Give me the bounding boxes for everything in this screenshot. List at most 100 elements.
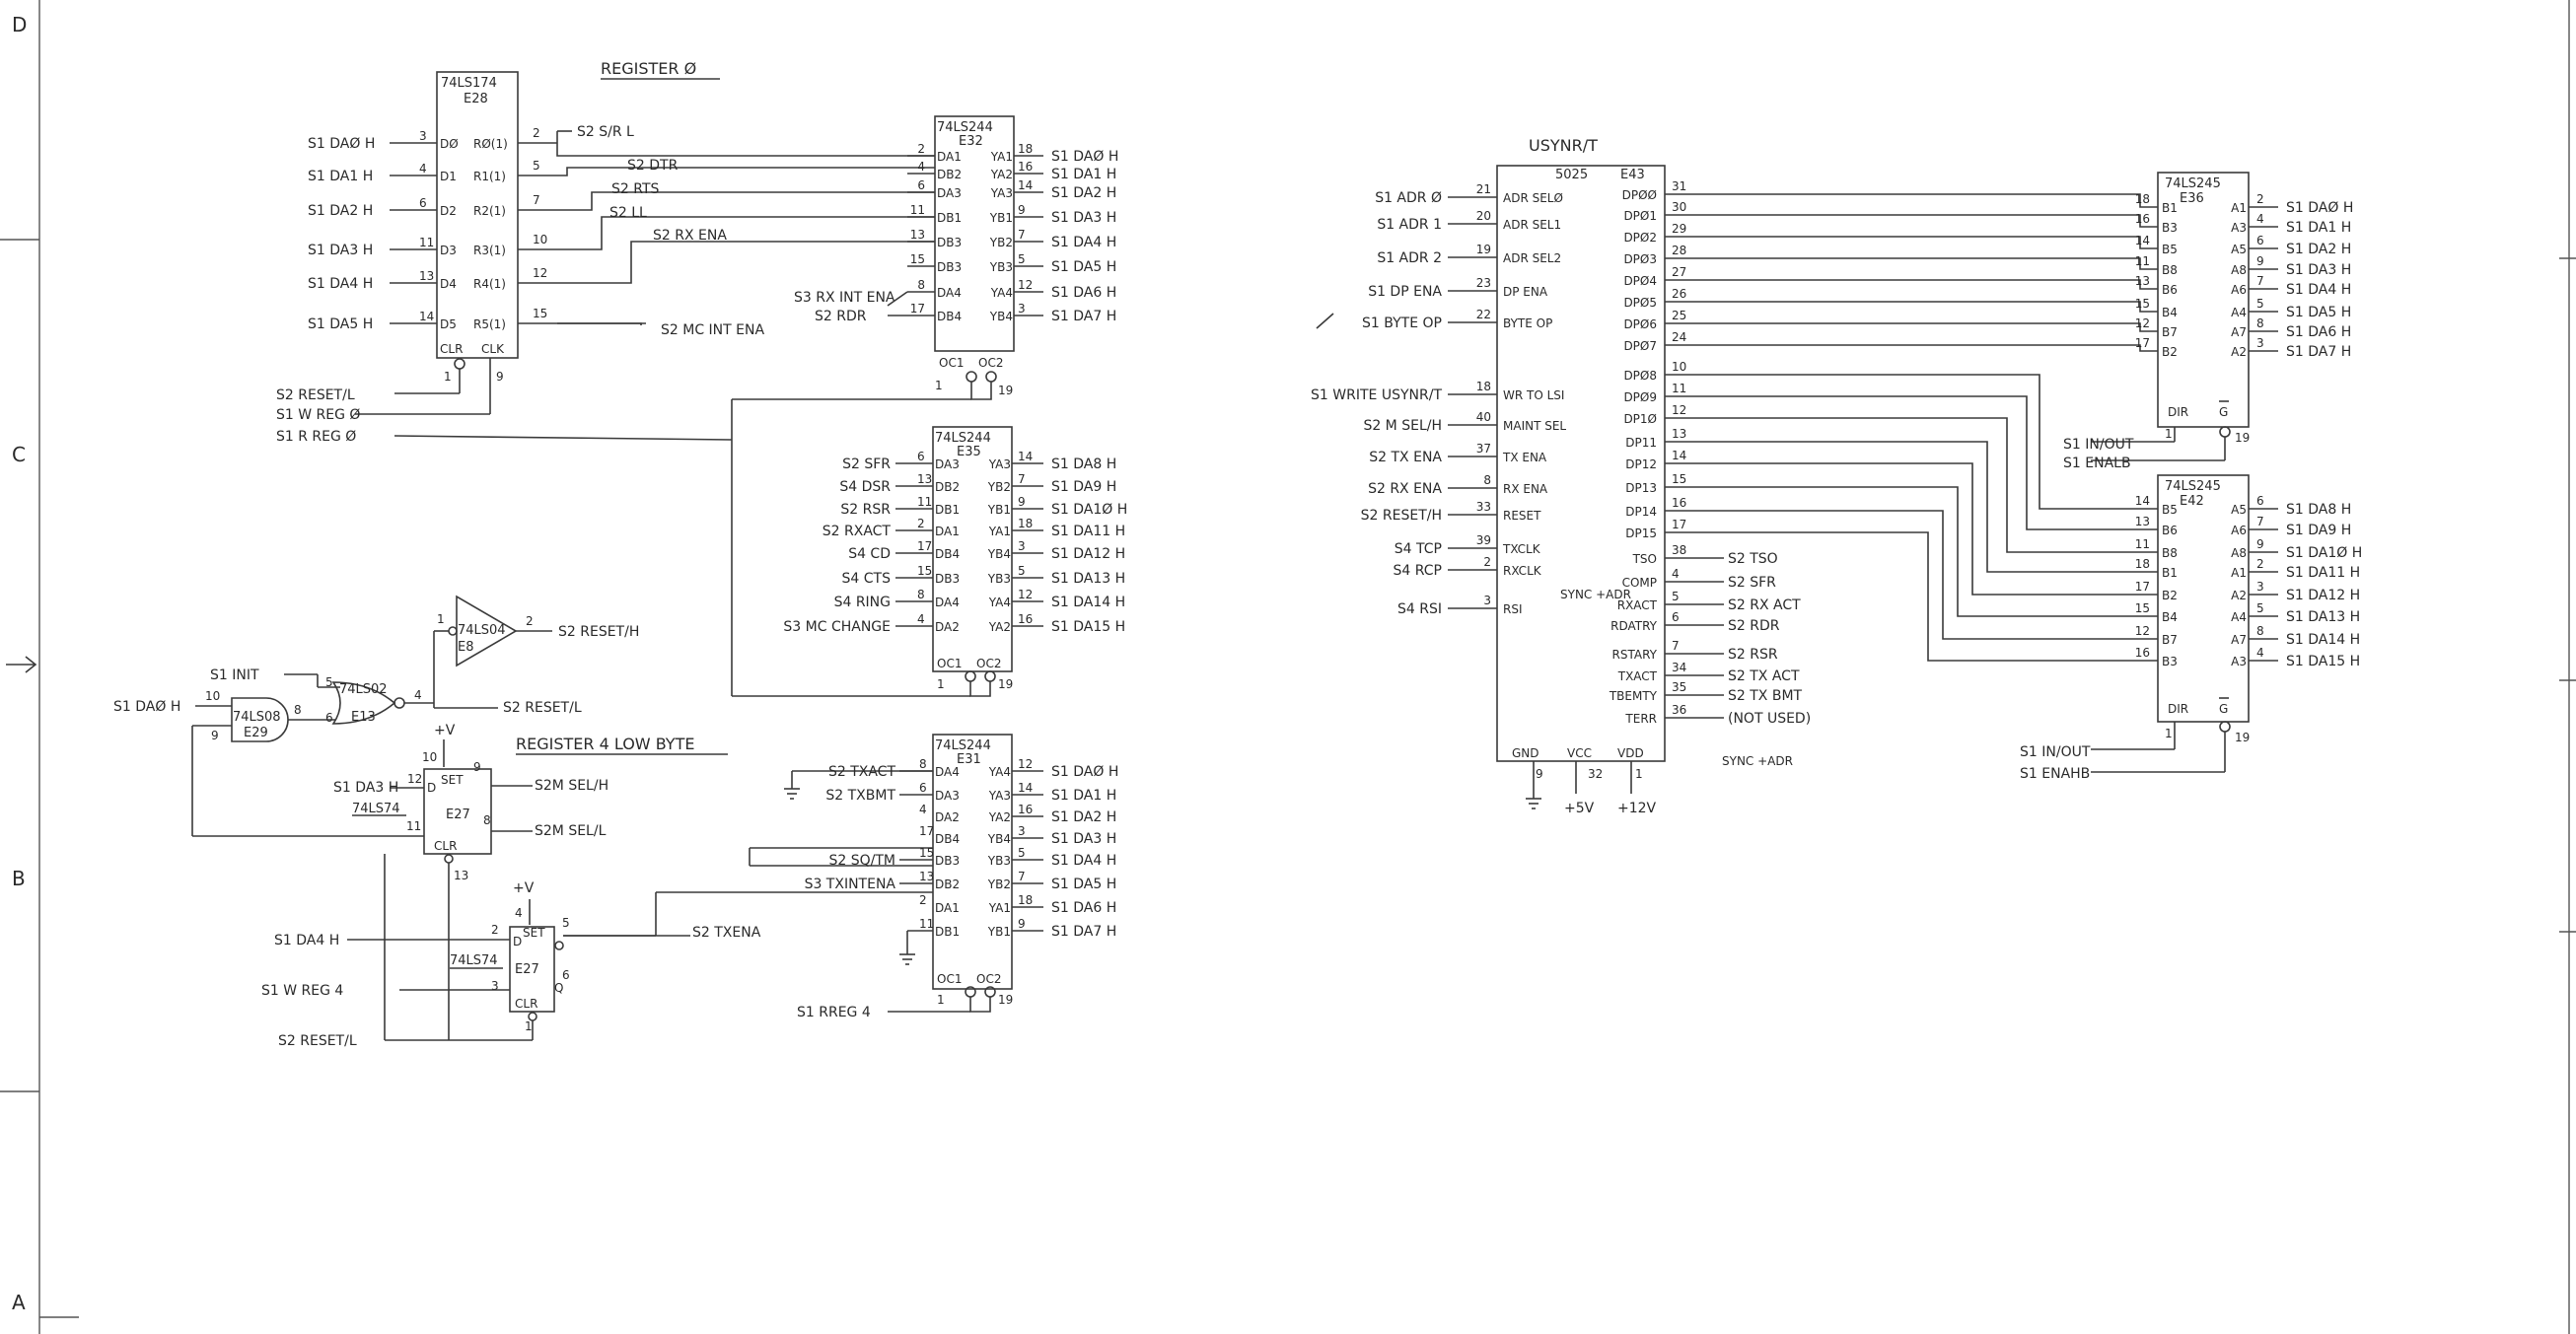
- e28-input-2: S1 DA2 H: [308, 203, 373, 219]
- usynrt-dp-1: DPØ1: [1623, 209, 1657, 223]
- e31-da-5: DB2: [935, 878, 960, 891]
- usynrt-dp-14: DP14: [1625, 505, 1657, 519]
- e28-clk-pin: 9: [496, 370, 504, 384]
- e31-ya-4: YB3: [987, 854, 1011, 868]
- e35-input-1: S4 DSR: [839, 479, 891, 495]
- e32-ref: E32: [959, 134, 983, 149]
- e28-r-3: R3(1): [473, 244, 506, 257]
- e35-input-6: S4 RING: [834, 595, 891, 610]
- e27a-74ls74: +V 10 SET D 12 S1 DA3 H 74LS74 E27 11 CL…: [333, 723, 608, 1040]
- e27b-input: S1 DA4 H: [274, 933, 339, 948]
- e29-type: 74LS08: [233, 710, 281, 725]
- usynrt-inner-8: RX ENA: [1503, 482, 1548, 496]
- e28-out-1: S2 DTR: [627, 158, 679, 174]
- usynrt-in-2: S1 ADR 2: [1377, 250, 1442, 266]
- usynrt-st-inner-4: RSTARY: [1612, 648, 1658, 662]
- e35-input-3: S2 RXACT: [823, 524, 892, 539]
- usynrt-ref: E43: [1620, 168, 1645, 182]
- e42-a-pin-0: 6: [2256, 494, 2264, 508]
- e35-in-pin-2: 11: [917, 495, 932, 509]
- e31-in-pin-7: 11: [919, 917, 934, 931]
- e35-out-pin-4: 3: [1018, 539, 1026, 553]
- usynrt-st-inner-2: RXACT: [1617, 598, 1658, 612]
- e31-out-pin-6: 18: [1018, 893, 1033, 907]
- e42-a-pin-2: 9: [2256, 537, 2264, 551]
- e42-a-7: A3: [2231, 655, 2247, 668]
- e13-nor-gate: [331, 681, 396, 725]
- e28-d-0: DØ: [440, 137, 459, 151]
- e31-oc1: OC1: [937, 972, 962, 986]
- usynrt-rail-12v: +12V: [1617, 801, 1657, 816]
- e31-ya-5: YB2: [987, 878, 1011, 891]
- e42-ref: E42: [2180, 494, 2204, 509]
- e31-da-1: DA3: [935, 789, 960, 803]
- usynrt-st-out-4: S2 RSR: [1728, 647, 1778, 663]
- e27a-out-l: S2M SEL/L: [535, 823, 607, 839]
- e28-input-3: S1 DA3 H: [308, 243, 373, 258]
- e35-oc1: OC1: [937, 657, 962, 670]
- e35-input-4: S4 CD: [848, 546, 891, 562]
- e36-a-pin-1: 4: [2256, 212, 2264, 226]
- e31-74ls244: 74LS244 E31 OC1 OC2 1 19 S1 RREG 4: [749, 734, 1013, 1020]
- wire: [887, 291, 908, 307]
- e32-74ls244: 74LS244 E32 OC1 OC2 1 19 S3 RX INT ENA S…: [732, 115, 1015, 400]
- e35-oc2: OC2: [976, 657, 1001, 670]
- e36-a-3: A8: [2231, 263, 2247, 277]
- usynrt-dp-7: DPØ7: [1623, 339, 1657, 353]
- usynrt-dp-pin-0: 31: [1672, 179, 1686, 193]
- e31-ya-7: YB1: [987, 925, 1011, 939]
- e32-out-2: S1 DA2 H: [1051, 185, 1116, 201]
- e36-b-pin-2: 14: [2135, 234, 2150, 247]
- e31-ya-1: YA3: [988, 789, 1011, 803]
- e32-out-4: S1 DA4 H: [1051, 235, 1116, 250]
- e36-bus-2: [1696, 236, 2158, 249]
- e28-in-pin-1: 4: [419, 162, 427, 176]
- usynrt-dp-0: DPØØ: [1622, 188, 1657, 202]
- e35-da-3: DA1: [935, 525, 960, 538]
- usynrt-dp-pin-9: 11: [1672, 382, 1686, 395]
- usynrt-in-8: S2 RX ENA: [1368, 481, 1442, 497]
- e35-ya-7: YA2: [988, 620, 1011, 634]
- e13-type: 74LS02: [339, 682, 388, 697]
- e42-g: G: [2219, 702, 2228, 716]
- e28-clr: CLR: [440, 342, 463, 356]
- usynrt-dp-2: DPØ2: [1623, 231, 1657, 245]
- usynrt-st-pin-5: 34: [1672, 661, 1686, 674]
- e35-da-4: DB4: [935, 547, 960, 561]
- e36-out-5: S1 DA5 H: [2286, 305, 2351, 320]
- usynrt-in-1: S1 ADR 1: [1377, 217, 1442, 233]
- e35-input-2: S2 RSR: [840, 502, 891, 518]
- e31-input-4: S2 SQ/TM: [829, 853, 896, 869]
- usynrt-st-pin-6: 35: [1672, 680, 1686, 694]
- e35-in-pin-6: 8: [917, 588, 925, 601]
- e42-b-4: B2: [2162, 589, 2178, 602]
- e36-b-0: B1: [2162, 201, 2178, 215]
- reset-h-label: S2 RESET/H: [558, 624, 639, 640]
- e28-clr-pin: 1: [444, 370, 452, 384]
- e31-da-3: DB4: [935, 832, 960, 846]
- usynrt-in-3: S1 DP ENA: [1368, 284, 1442, 300]
- usynrt-in-11: S4 RCP: [1394, 563, 1443, 579]
- e32-out-0: S1 DAØ H: [1051, 149, 1118, 165]
- usynrt-dp-15: DP15: [1625, 527, 1657, 540]
- e28-ctl-wreg0: S1 W REG Ø: [276, 407, 360, 423]
- e31-da-2: DA2: [935, 810, 960, 824]
- e42-b-3: B1: [2162, 566, 2178, 580]
- zone-c-label: C: [12, 443, 26, 466]
- e32-extra-rdr: S2 RDR: [815, 309, 867, 324]
- usynrt-inner-11: RXCLK: [1503, 564, 1542, 578]
- usynrt-dp-pin-4: 27: [1672, 265, 1686, 279]
- usynrt-dp-11: DP11: [1625, 436, 1657, 450]
- e28-ctl-reset: S2 RESET/L: [276, 387, 355, 403]
- e42-out-7: S1 DA15 H: [2286, 654, 2360, 669]
- e42-dir: DIR: [2168, 702, 2188, 716]
- e28-q2-bus: [557, 191, 935, 211]
- e42-b-pin-4: 17: [2135, 580, 2150, 594]
- e31-out-6: S1 DA6 H: [1051, 900, 1116, 916]
- e31-input-5: S3 TXINTENA: [805, 877, 896, 892]
- e36-dir: DIR: [2168, 405, 2188, 419]
- usynrt-dp-pin-8: 10: [1672, 360, 1686, 374]
- e27a-type: 74LS74: [352, 802, 400, 816]
- e28-out-pin-3: 10: [533, 233, 547, 246]
- e31-in-pin-2: 4: [919, 803, 927, 816]
